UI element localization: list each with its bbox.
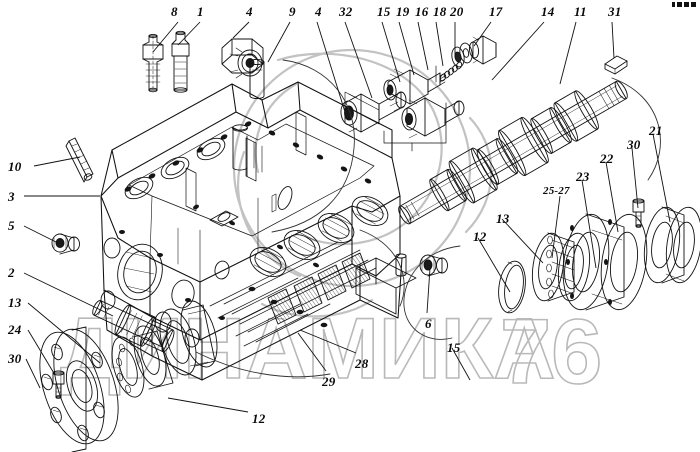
callout-25-27: 25-27 xyxy=(543,185,570,197)
leader-line xyxy=(299,329,357,354)
leader-line xyxy=(559,21,577,85)
callout-12: 12 xyxy=(252,411,266,426)
corner-cut-mark xyxy=(672,2,698,9)
callout-20: 20 xyxy=(450,4,464,19)
callout-15: 15 xyxy=(447,340,461,355)
leader-line xyxy=(631,147,639,209)
callout-11: 11 xyxy=(574,4,587,19)
leader-line xyxy=(267,21,291,63)
leader-line xyxy=(611,21,615,59)
callout-14: 14 xyxy=(541,4,555,19)
callout-24: 24 xyxy=(8,322,22,337)
callout-30: 30 xyxy=(8,351,22,366)
leader-line xyxy=(152,21,179,53)
leader-line xyxy=(435,21,444,67)
callout-30: 30 xyxy=(627,137,641,152)
callout-8: 8 xyxy=(171,4,178,19)
leader-line xyxy=(27,302,101,364)
callout-3: 3 xyxy=(8,189,15,204)
callout-13: 13 xyxy=(8,295,22,310)
leader-line xyxy=(652,133,671,223)
leader-line xyxy=(501,218,544,264)
leader-line xyxy=(23,225,59,244)
callout-17: 17 xyxy=(489,4,503,19)
callout-10: 10 xyxy=(8,159,22,174)
leader-line xyxy=(426,267,431,314)
leader-line xyxy=(33,156,81,167)
leader-line xyxy=(232,21,250,39)
callout-5: 5 xyxy=(8,218,15,233)
leader-line xyxy=(473,21,492,47)
callout-23: 23 xyxy=(576,169,590,184)
leader-line xyxy=(27,329,56,376)
callout-31: 31 xyxy=(608,4,622,19)
leader-line xyxy=(23,272,114,317)
callout-6: 6 xyxy=(425,316,432,331)
callout-19: 19 xyxy=(396,4,410,19)
callout-22: 22 xyxy=(600,151,614,166)
callout-2: 2 xyxy=(8,265,15,280)
callout-4: 4 xyxy=(315,4,322,19)
callout-1: 1 xyxy=(197,4,204,19)
leader-line xyxy=(605,161,619,233)
leader-line xyxy=(316,21,346,113)
leader-line xyxy=(551,195,561,259)
callout-15: 15 xyxy=(377,4,391,19)
callout-9: 9 xyxy=(289,4,296,19)
callout-16: 16 xyxy=(415,4,429,19)
leader-line xyxy=(381,21,401,83)
callout-18: 18 xyxy=(433,4,447,19)
leader-line xyxy=(167,397,249,413)
leader-line xyxy=(25,358,41,389)
callout-4: 4 xyxy=(246,4,253,19)
leader-line xyxy=(398,21,415,76)
callout-32: 32 xyxy=(339,4,353,19)
callout-28: 28 xyxy=(355,356,369,371)
callout-29: 29 xyxy=(322,374,336,389)
callout-12: 12 xyxy=(473,229,487,244)
leader-line xyxy=(297,332,327,372)
leader-line xyxy=(451,347,471,381)
leader-line xyxy=(344,21,373,99)
leader-line xyxy=(477,237,511,293)
leader-line xyxy=(581,179,597,269)
callout-13: 13 xyxy=(496,211,510,226)
callout-21: 21 xyxy=(649,123,663,138)
leader-line xyxy=(177,21,201,46)
leader-line xyxy=(417,21,429,71)
leader-line xyxy=(491,21,545,81)
